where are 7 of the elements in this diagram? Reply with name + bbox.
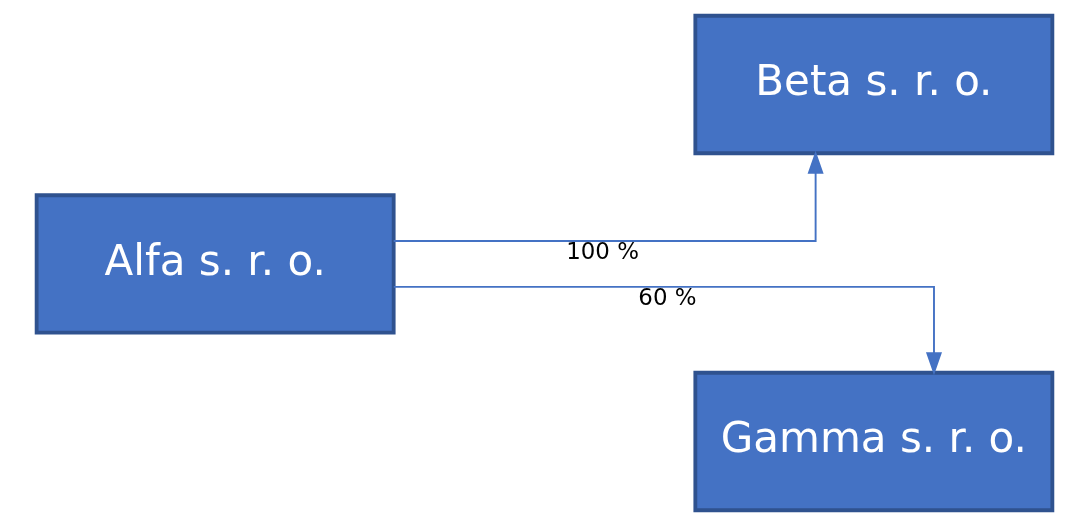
arrow <box>392 285 942 376</box>
node-box: Gamma s. r. o. <box>693 370 1055 513</box>
edge-label: 100 % <box>566 238 639 265</box>
arrow <box>392 150 824 242</box>
node-box: Beta s. r. o. <box>693 13 1055 156</box>
edge-label: 60 % <box>638 284 697 311</box>
node-box: Alfa s. r. o. <box>34 193 396 335</box>
